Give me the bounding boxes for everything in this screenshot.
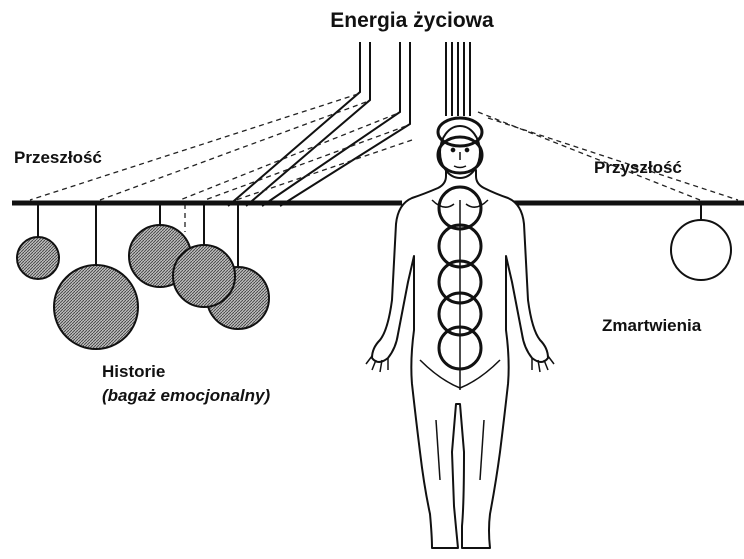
worry-ball — [671, 220, 731, 280]
dashed-line-past-1 — [30, 94, 358, 200]
future-label: Przyszłość — [594, 158, 682, 177]
past-label: Przeszłość — [14, 148, 102, 167]
past-cord-2 — [246, 42, 370, 206]
dashed-line-past-2 — [100, 102, 366, 200]
dashed-line-future-1 — [478, 112, 700, 200]
baggage-ball-4 — [173, 245, 235, 307]
human-figure — [366, 126, 554, 548]
worries-label: Zmartwienia — [602, 316, 702, 335]
baggage-ball-2 — [54, 265, 138, 349]
baggage-ball-1 — [17, 237, 59, 279]
title-label: Energia życiowa — [330, 9, 494, 32]
histories-label: Historie — [102, 362, 165, 381]
baggage-label: (bagaż emocjonalny) — [102, 386, 270, 405]
emotional-baggage-balls — [17, 225, 269, 349]
past-cord-1 — [228, 42, 360, 206]
energy-cords — [228, 42, 470, 206]
past-cord-3 — [262, 42, 400, 206]
